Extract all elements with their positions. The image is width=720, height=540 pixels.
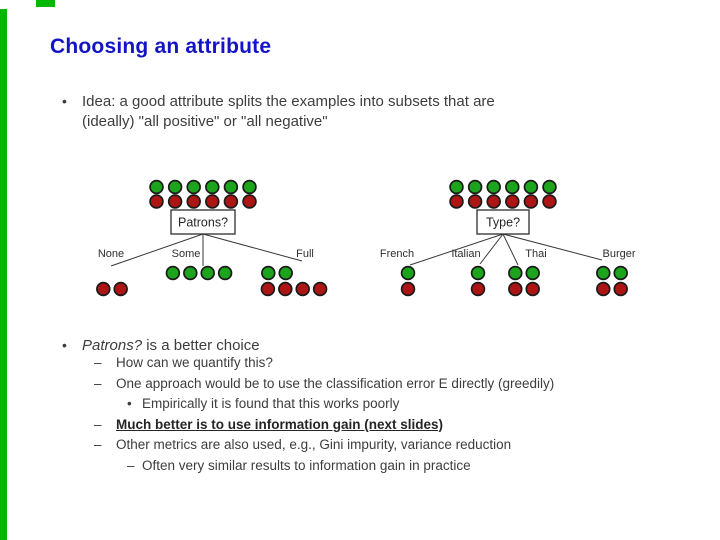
example-dot-red (186, 194, 201, 209)
branch-label: Italian (451, 248, 480, 260)
example-dot-red (278, 281, 293, 297)
branch-label: Burger (602, 248, 635, 260)
idea-line-2: (ideally) "all positive" or "all negativ… (82, 112, 328, 130)
example-dot-red (449, 194, 464, 209)
example-dot-red (596, 281, 611, 297)
example-dot-red (505, 194, 520, 209)
example-dot-green (149, 179, 164, 195)
example-dot-green (505, 179, 520, 195)
example-dot-green (523, 179, 539, 195)
branch-label: Some (172, 248, 201, 260)
choice-text: Patrons? is a better choice (82, 337, 260, 354)
choice-rest: is a better choice (142, 337, 260, 354)
example-dot-green (200, 265, 215, 281)
dash-marker: – (94, 437, 102, 453)
example-dot-red (167, 194, 183, 209)
bullet-marker: • (62, 93, 67, 109)
note-text: How can we quantify this? (116, 355, 273, 370)
example-dot-red (260, 281, 276, 297)
example-dot-red (508, 281, 523, 297)
note-text: Empirically it is found that this works … (142, 396, 400, 412)
example-dot-red (542, 194, 557, 209)
example-dot-red (613, 281, 628, 297)
note-quantify: – How can we quantify this? (94, 355, 694, 376)
example-dot-green (508, 265, 523, 281)
example-dot-red (96, 281, 111, 297)
bullet-marker: • (62, 337, 67, 353)
example-dot-green (205, 179, 220, 195)
example-dot-green (217, 265, 233, 281)
idea-line-1: Idea: a good attribute splits the exampl… (82, 93, 495, 110)
branch-label: French (380, 248, 414, 260)
idea-bullet: • Idea: a good attribute splits the exam… (62, 92, 495, 131)
example-dot-red (400, 281, 416, 297)
example-dot-red (467, 194, 483, 209)
notes-list: – How can we quantify this? – One approa… (94, 355, 694, 479)
example-dot-green (486, 179, 501, 195)
example-dot-red (312, 281, 328, 297)
note-classification-error: – One approach would be to use the class… (94, 376, 694, 397)
dash-marker: – (94, 355, 102, 370)
note-empirically: • Empirically it is found that this work… (94, 396, 694, 417)
note-similar-results: – Often very similar results to informat… (94, 458, 694, 479)
note-text: One approach would be to use the classif… (116, 375, 555, 391)
choice-attribute: Patrons? (82, 337, 143, 354)
example-dot-red (205, 194, 220, 209)
note-text: Often very similar results to informatio… (142, 457, 471, 473)
branch-line (110, 233, 204, 267)
example-dot-red (295, 281, 310, 297)
accent-bar-horizontal (36, 0, 55, 7)
example-dot-green (261, 265, 276, 281)
example-dot-green (613, 265, 628, 281)
accent-bar-vertical (0, 9, 7, 540)
branch-label: Thai (525, 248, 546, 260)
dash-marker: – (94, 416, 102, 432)
example-dot-green (186, 179, 201, 195)
example-dot-green (467, 179, 483, 195)
branch-line (502, 233, 603, 261)
example-dot-red (113, 281, 128, 297)
example-dot-green (183, 265, 198, 281)
choice-bullet: • Patrons? is a better choice (62, 337, 260, 354)
example-dot-red (525, 281, 540, 297)
note-information-gain: – Much better is to use information gain… (94, 417, 694, 438)
example-dot-green (542, 179, 557, 195)
attribute-diagram-0: Patrons? None Some Full (85, 174, 341, 306)
attribute-box (476, 209, 530, 235)
example-dot-green (525, 265, 540, 281)
example-dot-green (470, 265, 486, 281)
branch-line (409, 233, 504, 266)
dash-marker: – (127, 457, 135, 473)
branch-line (202, 233, 303, 262)
branch-label: Full (296, 248, 314, 260)
note-text: Other metrics are also used, e.g., Gini … (116, 437, 512, 453)
example-dot-green (167, 179, 183, 195)
example-dot-green (449, 179, 464, 195)
bullet-marker: • (127, 396, 132, 412)
attribute-box-label: Type? (486, 216, 520, 230)
example-dot-green (400, 265, 416, 281)
attribute-diagram-1: Type? French Italian Thai Burger (375, 174, 647, 306)
note-text: Much better is to use information gain (… (116, 416, 444, 432)
branch-line (502, 233, 519, 266)
example-dot-green (165, 265, 181, 281)
example-dot-red (223, 194, 239, 209)
note-other-metrics: – Other metrics are also used, e.g., Gin… (94, 437, 694, 458)
example-dot-green (242, 179, 257, 195)
example-dot-red (242, 194, 257, 209)
example-dot-green (596, 265, 611, 281)
branch-label: None (98, 248, 124, 260)
attribute-box-label: Patrons? (178, 216, 228, 230)
idea-text: Idea: a good attribute splits the exampl… (82, 92, 495, 131)
example-dot-red (486, 194, 501, 209)
example-dot-green (278, 265, 293, 281)
example-dot-red (470, 281, 486, 297)
slide-title: Choosing an attribute (50, 35, 272, 58)
example-dot-red (149, 194, 164, 209)
attribute-box (170, 209, 236, 235)
dash-marker: – (94, 375, 102, 391)
example-dot-red (523, 194, 539, 209)
branch-line (479, 233, 504, 265)
example-dot-green (223, 179, 239, 195)
